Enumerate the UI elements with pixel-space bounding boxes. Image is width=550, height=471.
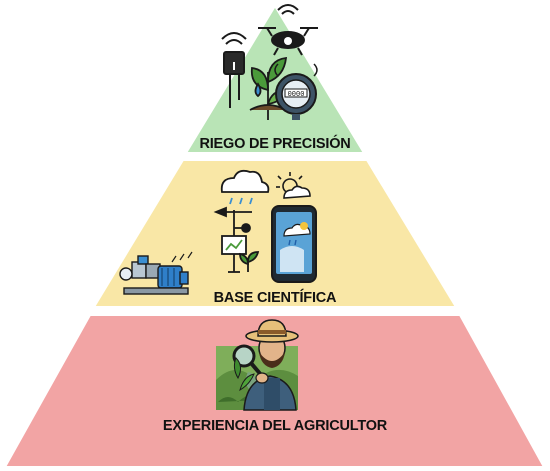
tier-label-experiencia-del-agricultor: EXPERIENCIA DEL AGRICULTOR bbox=[162, 418, 388, 434]
tier-label-riego-de-precision: RIEGO DE PRECISIÓN bbox=[199, 136, 351, 152]
water-meter-icon: 0000 bbox=[274, 63, 318, 120]
sun-cloud-icon bbox=[276, 172, 311, 199]
smartphone-weather-icon bbox=[271, 205, 317, 283]
tier-label-base-cientifica: BASE CIENTÍFICA bbox=[213, 290, 337, 306]
water-meter-reading: 0000 bbox=[288, 91, 305, 99]
cloud-icon bbox=[220, 169, 270, 205]
water-pump-icon bbox=[119, 251, 193, 295]
weather-station-icon bbox=[213, 206, 260, 273]
soil-sensor-icon bbox=[221, 32, 247, 108]
farmer-with-magnifier-icon bbox=[216, 319, 299, 411]
drone-icon bbox=[258, 4, 318, 56]
